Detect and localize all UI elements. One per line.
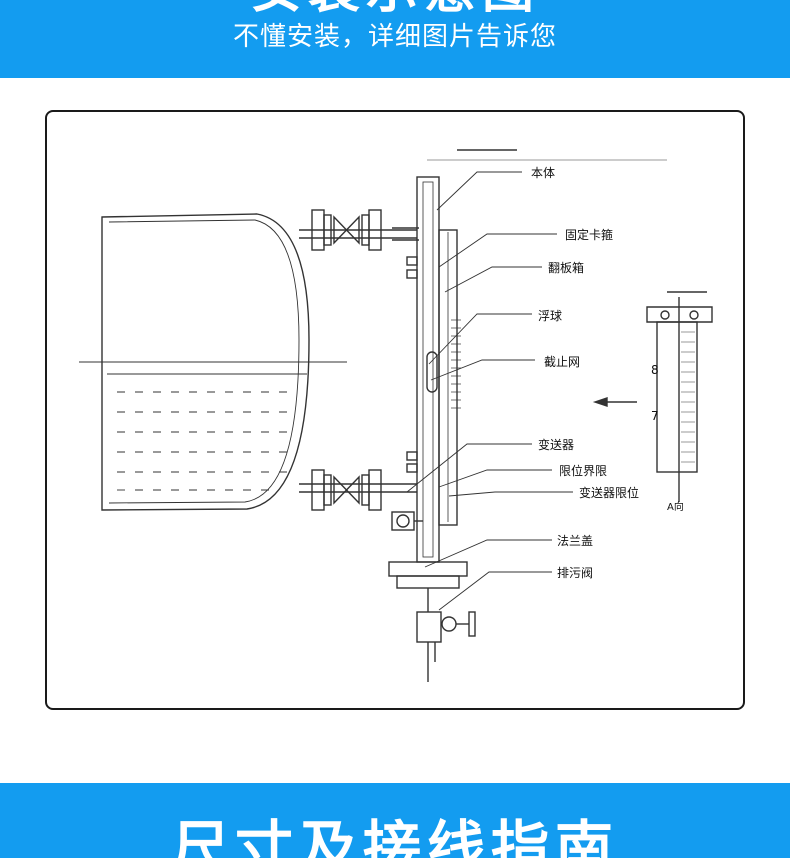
lower-valve-assembly (299, 469, 417, 511)
label-stop-net: 截止网 (544, 355, 580, 369)
scale-mark-8: 8 (651, 363, 659, 377)
tank-outline (101, 213, 310, 511)
section-subtitle: 不懂安装，详细图片告诉您 (232, 22, 557, 52)
label-transmitter: 变送器 (538, 437, 574, 452)
label-view-a: A向 (667, 500, 684, 513)
section-title: 安装示意图 (0, 0, 790, 20)
top-banner: 安装示意图 不懂安装，详细图片告诉您 (0, 0, 790, 78)
label-float-ball: 浮球 (538, 309, 562, 323)
next-section-title: 尺寸及接线指南 (170, 814, 619, 858)
diagram-drawing: 本体 固定卡箍 翻板箱 浮球 截止网 变送器 限位界限 变送器限位 法兰盖 排污… (79, 149, 713, 682)
label-drain-valve: 排污阀 (557, 566, 593, 580)
label-body: 本体 (531, 166, 555, 180)
label-flange-cover: 法兰盖 (557, 534, 593, 548)
label-transmitter-limit: 变送器限位 (579, 485, 639, 500)
label-flip-box: 翻板箱 (548, 260, 584, 275)
scale-detail (592, 291, 713, 502)
bottom-banner: 尺寸及接线指南 (0, 783, 790, 858)
installation-diagram: 本体 固定卡箍 翻板箱 浮球 截止网 变送器 限位界限 变送器限位 法兰盖 排污… (45, 110, 745, 710)
label-fixed-clamp: 固定卡箍 (565, 227, 613, 242)
liquid-level (117, 391, 292, 491)
label-limit-interface: 限位界限 (559, 463, 607, 478)
upper-valve-assembly (299, 209, 419, 251)
level-gauge-body (388, 176, 476, 682)
scale-mark-7: 7 (651, 409, 659, 423)
leader-lines (406, 171, 573, 611)
